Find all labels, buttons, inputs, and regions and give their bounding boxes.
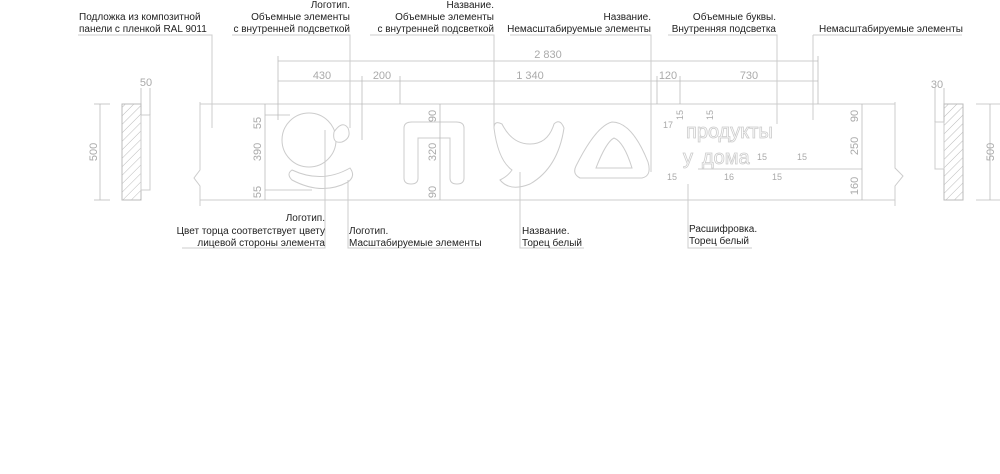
width-dim-name: 1 340 — [516, 70, 544, 82]
svg-text:Логотип.: Логотип. — [311, 0, 350, 11]
name-height-dim: 90 — [427, 186, 439, 198]
height-dimensions: 55 390 55 90 320 90 90 250 160 — [252, 104, 863, 200]
decoding-text: продукты дома у 17 15 15 15 15 16 15 15 — [663, 110, 862, 182]
width-dimensions: 2 830 430 200 1 340 120 730 — [277, 49, 819, 140]
width-dim-gap: 200 — [373, 70, 391, 82]
svg-text:Название.: Название. — [604, 12, 651, 23]
svg-text:Логотип.: Логотип. — [349, 226, 388, 237]
spacing-dim: 15 — [675, 110, 685, 120]
svg-text:Немасштабируемые элементы: Немасштабируемые элементы — [819, 23, 963, 35]
logo-height-dim: 55 — [252, 186, 264, 198]
svg-text:с внутренней подсветкой: с внутренней подсветкой — [377, 24, 494, 35]
svg-text:лицевой стороны элемента: лицевой стороны элемента — [197, 238, 325, 249]
svg-text:Внутренняя подсветка: Внутренняя подсветка — [672, 24, 777, 35]
svg-text:с внутренней подсветкой: с внутренней подсветкой — [233, 24, 350, 35]
svg-text:Название.: Название. — [447, 0, 494, 11]
svg-text:панели с пленкой RAL 9011: панели с пленкой RAL 9011 — [79, 24, 207, 35]
spacing-dim: 15 — [772, 172, 782, 182]
svg-text:Торец белый: Торец белый — [689, 235, 749, 247]
label-letters: Объемные буквы. Внутренняя подсветка — [672, 11, 777, 35]
sign-frame — [193, 102, 904, 206]
logo-graphic — [281, 112, 354, 189]
spacing-dim: 15 — [797, 152, 807, 162]
name-height-dim: 320 — [427, 143, 439, 161]
label-substrate: Подложка из композитной панели с пленкой… — [79, 12, 207, 35]
spacing-dim: 15 — [705, 110, 715, 120]
svg-text:Объемные элементы: Объемные элементы — [395, 11, 494, 23]
width-dim-decoding: 730 — [740, 70, 758, 82]
spacing-dim: 17 — [663, 120, 673, 130]
left-height-dim: 500 — [88, 143, 100, 161]
total-width-dim: 2 830 — [534, 49, 562, 61]
spacing-dim: 15 — [667, 172, 677, 182]
label-logo-edge: Логотип. Цвет торца соответствует цвету … — [177, 213, 326, 249]
right-height-dim: 500 — [985, 143, 997, 161]
decoding-line-2: дома — [702, 147, 751, 169]
label-logo-volume: Логотип. Объемные элементы с внутренней … — [233, 0, 350, 35]
leader-lines — [78, 34, 962, 249]
text-height-dim: 160 — [849, 177, 861, 195]
width-dim-gap2: 120 — [659, 70, 677, 82]
label-name-edge: Название. Торец белый — [522, 226, 582, 249]
left-depth-dim: 50 — [140, 77, 152, 89]
svg-text:Объемные буквы.: Объемные буквы. — [693, 11, 776, 23]
spacing-dim: 16 — [724, 172, 734, 182]
svg-text:Объемные элементы: Объемные элементы — [251, 11, 350, 23]
text-height-dim: 250 — [849, 137, 861, 155]
name-letters — [403, 121, 650, 188]
right-depth-dim: 30 — [931, 79, 943, 91]
text-height-dim: 90 — [849, 110, 861, 122]
svg-text:Цвет торца соответствует цвету: Цвет торца соответствует цвету — [177, 226, 325, 237]
svg-text:Логотип.: Логотип. — [286, 213, 325, 224]
label-decoding-edge: Расшифровка. Торец белый — [689, 223, 757, 247]
label-nonscalable: Немасштабируемые элементы — [819, 23, 963, 35]
svg-text:Название.: Название. — [522, 226, 569, 237]
label-name-volume: Название. Объемные элементы с внутренней… — [377, 0, 494, 35]
name-height-dim: 90 — [427, 110, 439, 122]
width-dim-logo: 430 — [313, 70, 331, 82]
left-side-view: 500 50 — [88, 77, 152, 201]
svg-text:Расшифровка.: Расшифровка. — [689, 223, 757, 235]
svg-text:Подложка из композитной: Подложка из композитной — [79, 12, 201, 23]
decoding-line-1: продукты — [686, 121, 773, 143]
right-side-view: 500 30 — [931, 79, 1000, 201]
decoding-line-3: у — [683, 147, 693, 169]
label-logo-scalable: Логотип. Масштабируемые элементы — [349, 226, 482, 249]
label-name-nonscalable: Название. Немасштабируемые элементы — [507, 12, 651, 35]
logo-height-dim: 390 — [252, 143, 264, 161]
svg-text:Немасштабируемые элементы: Немасштабируемые элементы — [507, 23, 651, 35]
spacing-dim: 15 — [757, 152, 767, 162]
logo-height-dim: 55 — [252, 117, 264, 129]
svg-text:Масштабируемые элементы: Масштабируемые элементы — [349, 237, 482, 249]
svg-text:Торец белый: Торец белый — [522, 237, 582, 249]
